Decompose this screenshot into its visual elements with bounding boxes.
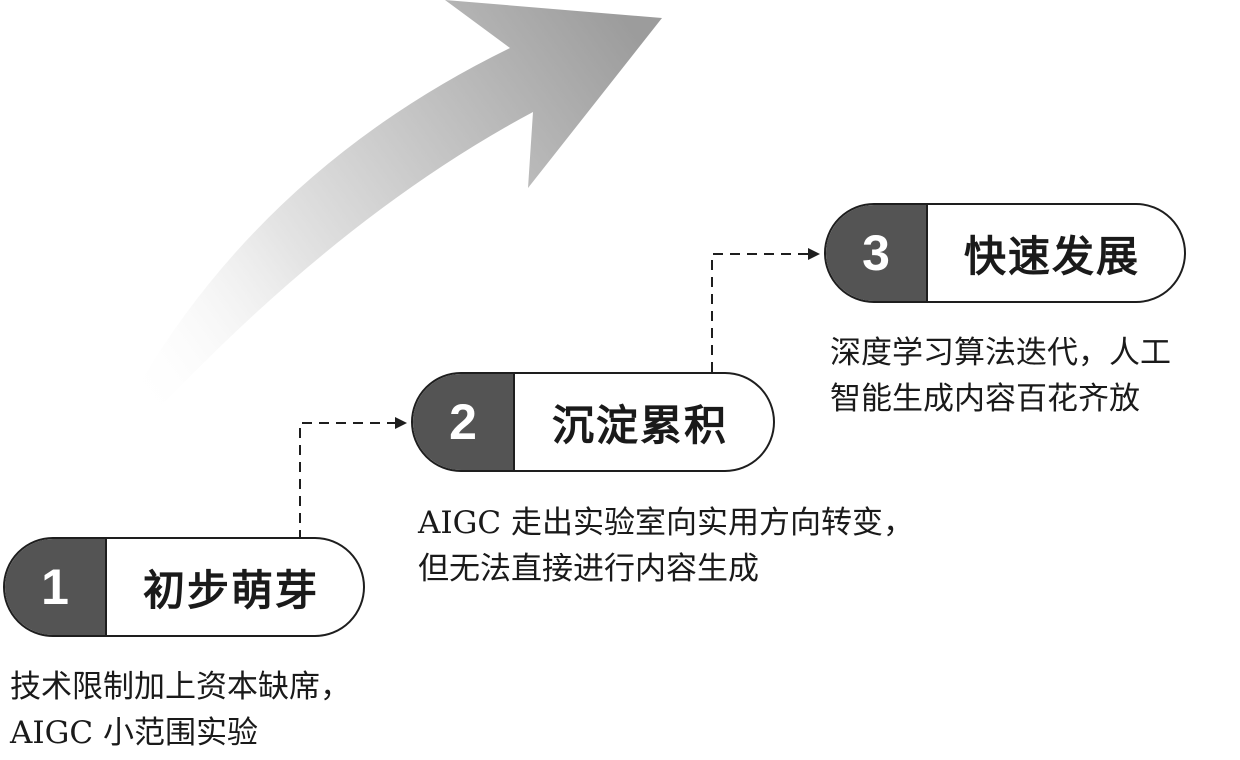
- stage-1-description-line-2: AIGC 小范围实验: [10, 715, 258, 751]
- stage-3-description-line-1: 深度学习算法迭代，人工: [830, 335, 1171, 371]
- stage-2-pill: 2 沉淀累积: [411, 372, 775, 472]
- growth-arrow-shape: [130, 0, 662, 420]
- stage-1-description: 技术限制加上资本缺席， AIGC 小范围实验: [10, 664, 351, 756]
- connector-2-to-3: [711, 248, 820, 372]
- stage-3-number: 3: [826, 205, 928, 301]
- stage-2-number: 2: [413, 374, 515, 470]
- stage-1-pill: 1 初步萌芽: [3, 537, 365, 637]
- stage-2-description: AIGC 走出实验室向实用方向转变， 但无法直接进行内容生成: [418, 500, 914, 592]
- stage-3-pill: 3 快速发展: [824, 203, 1186, 303]
- stage-1-number: 1: [5, 539, 107, 635]
- stage-1-description-line-1: 技术限制加上资本缺席，: [10, 669, 351, 705]
- stage-2-description-line-1: AIGC 走出实验室向实用方向转变，: [418, 505, 914, 541]
- stage-3-title: 快速发展: [963, 231, 1140, 281]
- stage-2-description-line-2: 但无法直接进行内容生成: [418, 551, 759, 587]
- stage-3-description-line-2: 智能生成内容百花齐放: [830, 381, 1140, 417]
- stage-2-title: 沉淀累积: [551, 400, 728, 450]
- stage-1-title: 初步萌芽: [142, 565, 319, 615]
- stage-3-description: 深度学习算法迭代，人工 智能生成内容百花齐放: [830, 330, 1171, 422]
- connector-1-to-2: [299, 417, 407, 540]
